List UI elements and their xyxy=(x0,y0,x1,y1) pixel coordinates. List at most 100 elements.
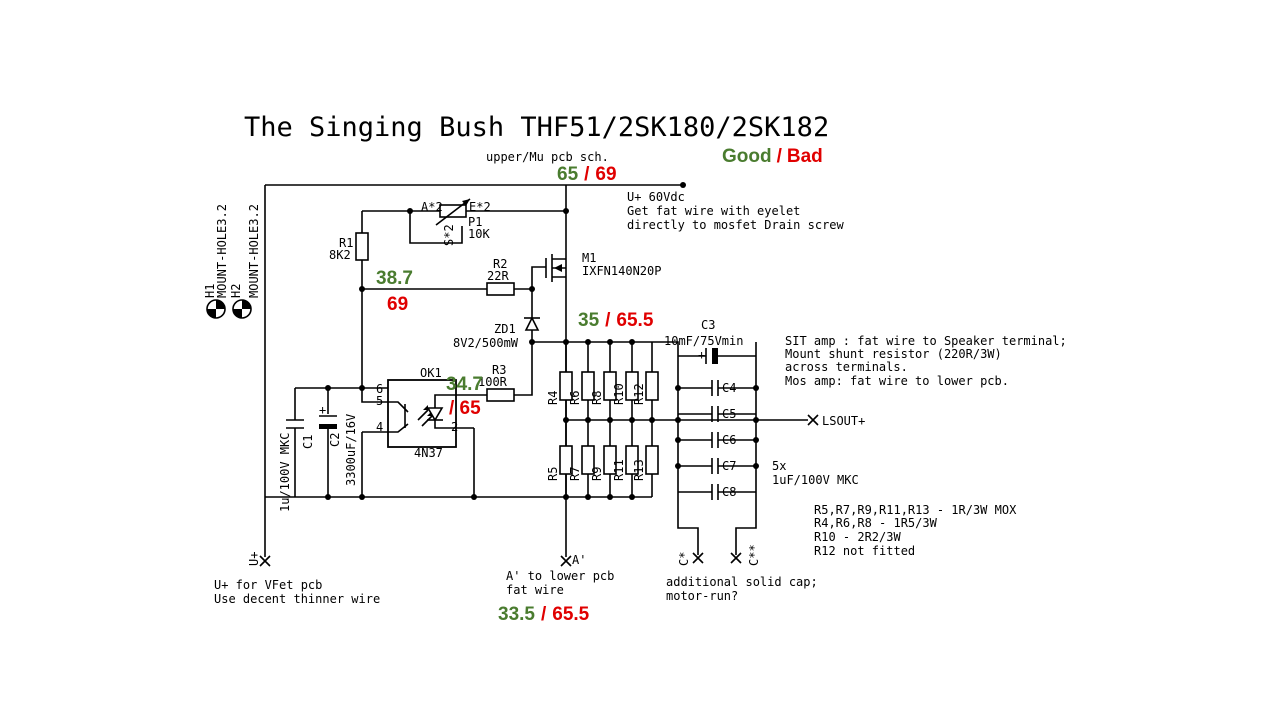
svg-text:1uF/100V MKC: 1uF/100V MKC xyxy=(772,473,859,487)
c1-label: C1 xyxy=(301,435,315,449)
svg-text:directly to mosfet Drain screw: directly to mosfet Drain screw xyxy=(627,218,845,232)
mount-hole-h1: H1 MOUNT-HOLE3.2 xyxy=(203,204,229,319)
ok1-label: OK1 xyxy=(420,366,442,380)
r13-label: R13 xyxy=(632,459,646,481)
svg-text:SIT amp : fat wire to Speaker: SIT amp : fat wire to Speaker terminal; xyxy=(785,334,1067,348)
h2-value: MOUNT-HOLE3.2 xyxy=(247,204,261,298)
uplus-terminal-label: U+ xyxy=(247,552,261,566)
svg-text:motor-run?: motor-run? xyxy=(666,589,738,603)
mount-hole-h2: H2 MOUNT-HOLE3.2 xyxy=(229,204,261,319)
note-caps: 5x 1uF/100V MKC xyxy=(772,459,859,487)
c7-label: C7 xyxy=(722,459,736,473)
c4-label: C4 xyxy=(722,381,736,395)
r2-label: R2 xyxy=(493,257,507,271)
aprime-terminal-label: A' xyxy=(572,553,586,567)
note-vfet: U+ for VFet pcb Use decent thinner wire xyxy=(214,578,380,606)
m1-value: IXFN140N20P xyxy=(582,264,661,278)
svg-text:Use decent thinner wire: Use decent thinner wire xyxy=(214,592,380,606)
m1-label: M1 xyxy=(582,251,596,265)
svg-text:fat wire: fat wire xyxy=(506,583,564,597)
ok1-pin5: 5 xyxy=(376,394,383,408)
svg-text:U+ for VFet pcb: U+ for VFet pcb xyxy=(214,578,322,592)
schematic-subtitle: upper/Mu pcb sch. xyxy=(486,150,609,164)
h2-label: H2 xyxy=(229,284,243,298)
r2-value: 22R xyxy=(487,269,509,283)
r10-label: R10 xyxy=(612,383,626,405)
c3-label: C3 xyxy=(701,318,715,332)
svg-text:R5,R7,R9,R11,R13 - 1R/3W MOX: R5,R7,R9,R11,R13 - 1R/3W MOX xyxy=(814,503,1017,517)
r11-label: R11 xyxy=(612,459,626,481)
terminal-cstar: C* xyxy=(677,552,704,566)
mosfet-m1: M1 IXFN140N20P xyxy=(545,251,661,282)
h1-value: MOUNT-HOLE3.2 xyxy=(215,204,229,298)
r1-value: 8K2 xyxy=(329,248,351,262)
r6-label: R6 xyxy=(568,391,582,405)
measurement-drain: 65/69 xyxy=(557,164,617,185)
c8-label: C8 xyxy=(722,485,736,499)
terminal-aprime: A' xyxy=(560,553,586,567)
capacitor-c3: + C3 10mF/75Vmin xyxy=(664,318,743,364)
p1-a-label: A*2 xyxy=(421,200,443,214)
potentiometer-p1: A*2 E*2 S*2 P1 10K xyxy=(421,198,491,246)
measurement-gate-good: 38.7 xyxy=(376,268,413,289)
note-sit-amp: SIT amp : fat wire to Speaker terminal; … xyxy=(785,334,1067,388)
r1-label: R1 xyxy=(339,236,353,250)
c2-label: C2 xyxy=(328,433,342,447)
svg-text:Mount shunt resistor (220R/3W): Mount shunt resistor (220R/3W) xyxy=(785,347,1002,361)
r12-label: R12 xyxy=(632,383,646,405)
good-bad-legend: Good/Bad xyxy=(722,146,823,167)
resistor-r3: R3 100R xyxy=(478,363,515,402)
svg-text:+: + xyxy=(319,403,326,417)
terminal-uplus: U+ xyxy=(247,552,271,567)
c3-value: 10mF/75Vmin xyxy=(664,334,743,348)
cstar-terminal-label: C* xyxy=(677,552,691,566)
capacitor-c1: C1 1u/100V MKC xyxy=(278,419,315,512)
svg-text:R12 not fitted: R12 not fitted xyxy=(814,544,915,558)
r8-label: R8 xyxy=(590,391,604,405)
capacitor-bank: C4 C5 C6 C7 C8 xyxy=(711,380,736,500)
svg-text:Mos amp: fat wire to lower pcb: Mos amp: fat wire to lower pcb. xyxy=(785,374,1009,388)
r3-value: 100R xyxy=(478,375,508,389)
c6-label: C6 xyxy=(722,433,736,447)
measurement-output: 33.5/65.5 xyxy=(498,604,590,625)
resistor-bank: R4 R6 R8 R10 R12 R5 R7 R9 R11 R13 xyxy=(546,371,659,481)
r3-label: R3 xyxy=(492,363,506,377)
measurement-opto-good: 34.7 xyxy=(446,374,483,395)
r5-label: R5 xyxy=(546,467,560,481)
svg-text:Get fat wire with eyelet: Get fat wire with eyelet xyxy=(627,204,800,218)
resistor-r2: R2 22R xyxy=(486,257,515,296)
resistor-r1: R1 8K2 xyxy=(329,232,369,262)
ok1-value: 4N37 xyxy=(414,446,443,460)
cstarstar-terminal-label: C** xyxy=(747,544,761,566)
note-solid-cap: additional solid cap; motor-run? xyxy=(666,575,818,603)
schematic-title: The Singing Bush THF51/2SK180/2SK182 xyxy=(244,112,829,143)
p1-value: 10K xyxy=(468,227,490,241)
ok1-pin4: 4 xyxy=(376,420,383,434)
p1-label: P1 xyxy=(468,215,482,229)
p1-e-label: E*2 xyxy=(469,200,491,214)
measurement-opto-bad: / 65 xyxy=(449,398,481,419)
ok1-pin6: 6 xyxy=(376,382,383,396)
zd1-value: 8V2/500mW xyxy=(453,336,519,350)
lsout-terminal-label: LSOUT+ xyxy=(822,414,865,428)
svg-text:U+ 60Vdc: U+ 60Vdc xyxy=(627,190,685,204)
measurement-source: 35/65.5 xyxy=(578,310,654,331)
c1-value: 1u/100V MKC xyxy=(278,433,292,512)
c2-value: 3300uF/16V xyxy=(344,414,358,486)
h1-label: H1 xyxy=(203,284,217,298)
note-resistors: R5,R7,R9,R11,R13 - 1R/3W MOX R4,R6,R8 - … xyxy=(814,503,1017,558)
ok1-pin2: 2 xyxy=(451,420,458,434)
legend-sep: / xyxy=(777,146,783,167)
terminal-cstarstar: C** xyxy=(730,544,761,566)
note-uplus: U+ 60Vdc Get fat wire with eyelet direct… xyxy=(627,190,845,232)
r9-label: R9 xyxy=(590,467,604,481)
svg-text:R4,R6,R8 - 1R5/3W: R4,R6,R8 - 1R5/3W xyxy=(814,516,938,530)
zd1-label: ZD1 xyxy=(494,322,516,336)
note-lower-pcb: A' to lower pcb fat wire xyxy=(506,569,614,597)
terminal-lsout: LSOUT+ xyxy=(807,414,865,428)
p1-s-label: S*2 xyxy=(442,224,456,246)
r7-label: R7 xyxy=(568,467,582,481)
measurement-gate-bad: 69 xyxy=(387,294,408,315)
svg-text:R10 - 2R2/3W: R10 - 2R2/3W xyxy=(814,530,901,544)
